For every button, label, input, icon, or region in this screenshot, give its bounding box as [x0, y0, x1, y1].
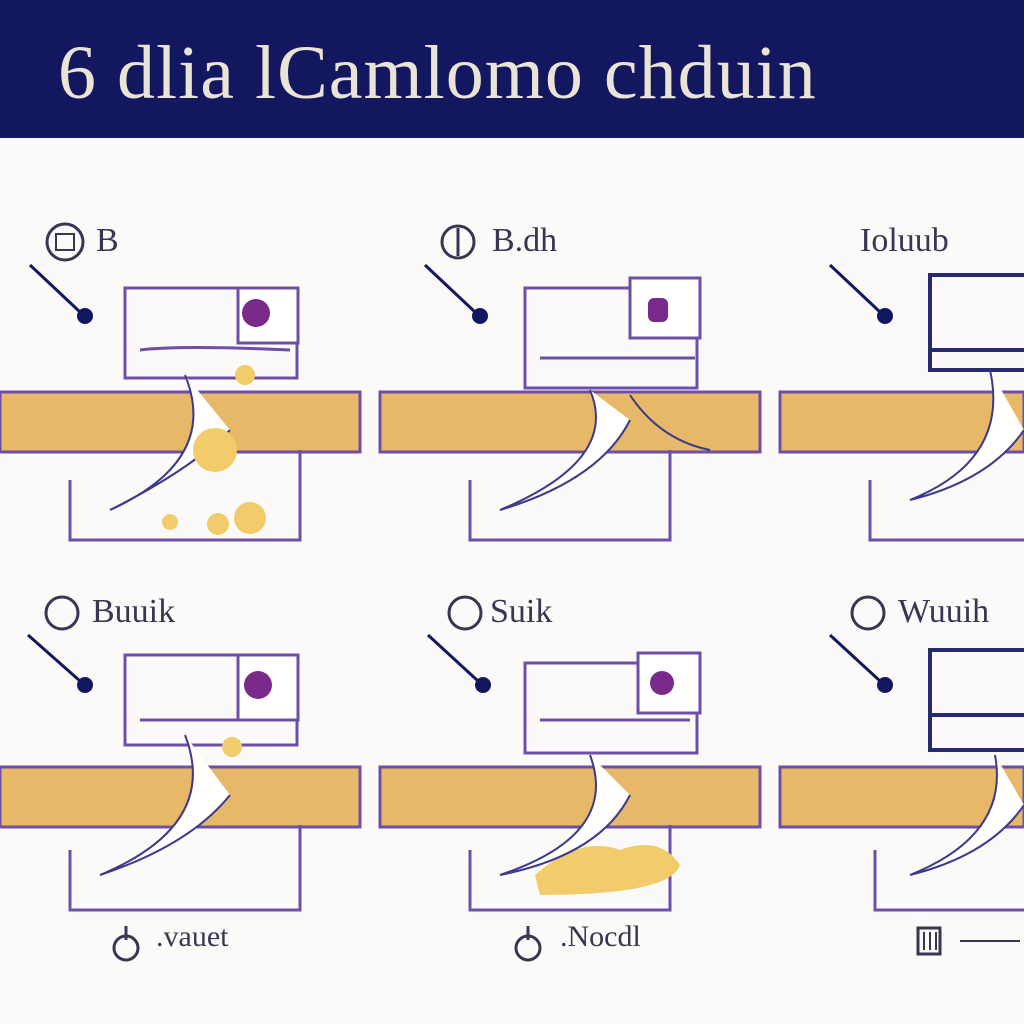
ring-icon: [44, 595, 80, 631]
footer-label-1: .vauet: [156, 920, 229, 953]
wood-board: [778, 765, 1024, 829]
drop-icon: [112, 926, 140, 962]
step-label-1: B: [96, 222, 119, 259]
cup-icon: [916, 926, 942, 956]
drop-icon: [514, 926, 542, 962]
indicator-dot: [650, 671, 674, 695]
step-panel-4: Buuik: [0, 575, 400, 935]
step-panel-2: B.dh: [378, 200, 780, 560]
machine-frame: [928, 648, 1024, 752]
step-illustration-3: [778, 263, 1024, 542]
face-icon: [45, 222, 85, 262]
step-illustration-6: [778, 595, 1024, 912]
step-panel-3: Ioluub: [778, 200, 1024, 560]
probe-icon: [27, 633, 81, 683]
ring-icon: [440, 224, 476, 260]
footer-label-2: .Nocdl: [560, 920, 641, 953]
footer-label-3: [960, 936, 1020, 942]
machine-frame: [928, 273, 1024, 372]
probe-icon: [426, 633, 480, 683]
probe-icon: [828, 633, 882, 683]
step-label-5: Suik: [490, 593, 553, 630]
probe-icon: [828, 263, 882, 314]
step-illustration-1: [0, 222, 362, 542]
wood-board: [378, 390, 762, 454]
step-label-3: Ioluub: [860, 222, 949, 259]
indicator-dot: [242, 299, 270, 327]
step-label-6: Wuuih: [898, 593, 990, 630]
step-illustration-5: [378, 595, 762, 912]
step-panel-5: Suik: [378, 575, 780, 935]
wood-board: [378, 765, 762, 829]
wood-board: [0, 390, 362, 454]
header-banner: 6 dlia lCamlomo chduin: [0, 0, 1024, 138]
probe-icon: [28, 263, 82, 314]
step-illustration-2: [378, 224, 762, 542]
step-illustration-4: [0, 595, 362, 912]
step-label-4: Buuik: [92, 593, 176, 630]
page-title: 6 dlia lCamlomo chduin: [58, 31, 817, 115]
indicator-dot: [244, 671, 272, 699]
step-panel-6: Wuuih: [778, 575, 1024, 935]
indicator-dot: [648, 298, 668, 322]
step-panel-1: B: [0, 200, 400, 560]
ring-icon: [447, 595, 483, 631]
step-label-2: B.dh: [492, 222, 558, 259]
probe-icon: [423, 263, 477, 314]
face-icon: [850, 595, 886, 631]
